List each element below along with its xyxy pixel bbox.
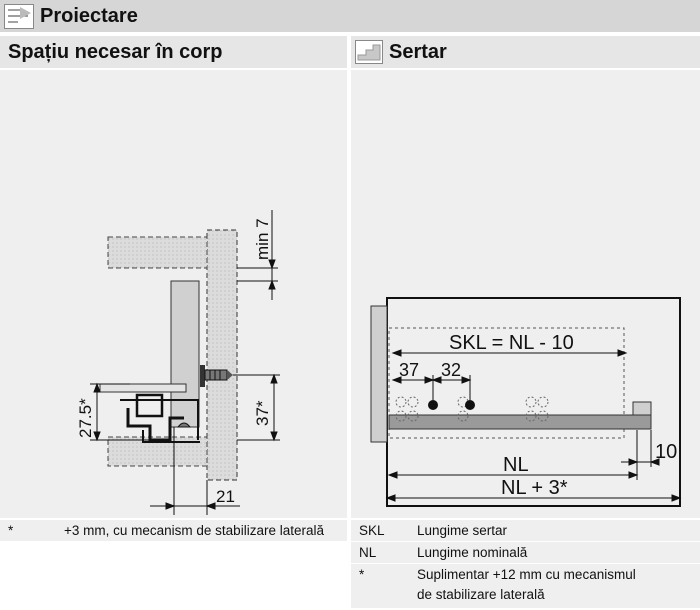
dimension-27-5-label: 27.5* xyxy=(76,398,95,438)
page-title: Proiectare xyxy=(40,5,138,27)
rear-bracket xyxy=(632,401,652,416)
dimension-27-5-left xyxy=(90,382,150,442)
cabinet-side-panel xyxy=(206,229,238,481)
dimension-nl-plus-3 xyxy=(385,494,682,502)
roller xyxy=(176,422,192,428)
dimension-10-label: 10 xyxy=(655,441,677,463)
dimension-21-label: 21 xyxy=(216,487,235,506)
legend-right: SKL Lungime sertar NL Lungime nominală *… xyxy=(351,520,700,608)
legend-text-continued: de stabilizare laterală xyxy=(417,587,545,602)
drawer-icon xyxy=(355,40,383,64)
drawing-set-icon xyxy=(4,4,34,29)
section-header-left: Spațiu necesar în corp xyxy=(0,36,347,68)
dimension-nl-plus-3-label: NL + 3* xyxy=(501,477,568,499)
legend-row: NL Lungime nominală xyxy=(351,542,700,564)
hole-pattern xyxy=(395,396,549,422)
legend-row: * Suplimentar +12 mm cu mecanismul de st… xyxy=(351,564,700,608)
drawer-bottom xyxy=(99,383,187,393)
footnote-marker: * xyxy=(8,523,14,538)
footnote-text: +3 mm, cu mecanism de stabilizare latera… xyxy=(64,523,324,538)
drawer-box-outline xyxy=(388,327,625,439)
legend-text: Lungime sertar xyxy=(417,523,508,538)
footnote-left: * +3 mm, cu mecanism de stabilizare late… xyxy=(0,520,347,542)
drawer-front xyxy=(370,305,388,443)
legend-key: SKL xyxy=(359,523,385,538)
dimension-21-bottom xyxy=(150,427,240,515)
dimension-10 xyxy=(621,430,660,467)
dimension-min-label: min 7 xyxy=(253,218,272,260)
title-bar: Proiectare xyxy=(0,0,700,34)
upper-shelf-panel xyxy=(107,236,208,269)
legend-text: Suplimentar +12 mm cu mecanismul xyxy=(417,567,636,582)
legend-key: NL xyxy=(359,545,377,560)
section-header-right: Sertar xyxy=(351,36,700,68)
dimension-32-label: 32 xyxy=(441,360,461,380)
dimension-nl xyxy=(387,430,639,480)
screw xyxy=(200,365,233,387)
dimension-skl xyxy=(391,349,628,357)
dimension-37-32 xyxy=(391,375,472,400)
dimension-37-right xyxy=(233,373,280,442)
section-title-drawer: Sertar xyxy=(389,41,447,63)
dimension-skl-label: SKL = NL - 10 xyxy=(449,332,574,354)
legend-text: Lungime nominală xyxy=(417,545,528,560)
hole-marker-32 xyxy=(465,400,475,410)
drawer-side-wall xyxy=(170,280,200,428)
runner-profile xyxy=(120,393,200,443)
drawer-drawing: SKL = NL - 10 37 32 NL 10 xyxy=(351,70,700,518)
hole-marker-37 xyxy=(428,400,438,410)
legend-row: SKL Lungime sertar xyxy=(351,520,700,542)
dimension-37-label: 37* xyxy=(253,400,272,426)
dimension-37-label: 37 xyxy=(399,360,419,380)
legend-key: * xyxy=(359,567,365,582)
dimension-nl-label: NL xyxy=(503,454,529,476)
cabinet-space-drawing: min 7 37* 27.5* 21 xyxy=(0,70,347,518)
dimension-min-7 xyxy=(237,210,278,300)
section-title-cabinet-space: Spațiu necesar în corp xyxy=(8,41,223,63)
runner-rail xyxy=(388,414,652,430)
footnote-row: * +3 mm, cu mecanism de stabilizare late… xyxy=(0,520,347,542)
